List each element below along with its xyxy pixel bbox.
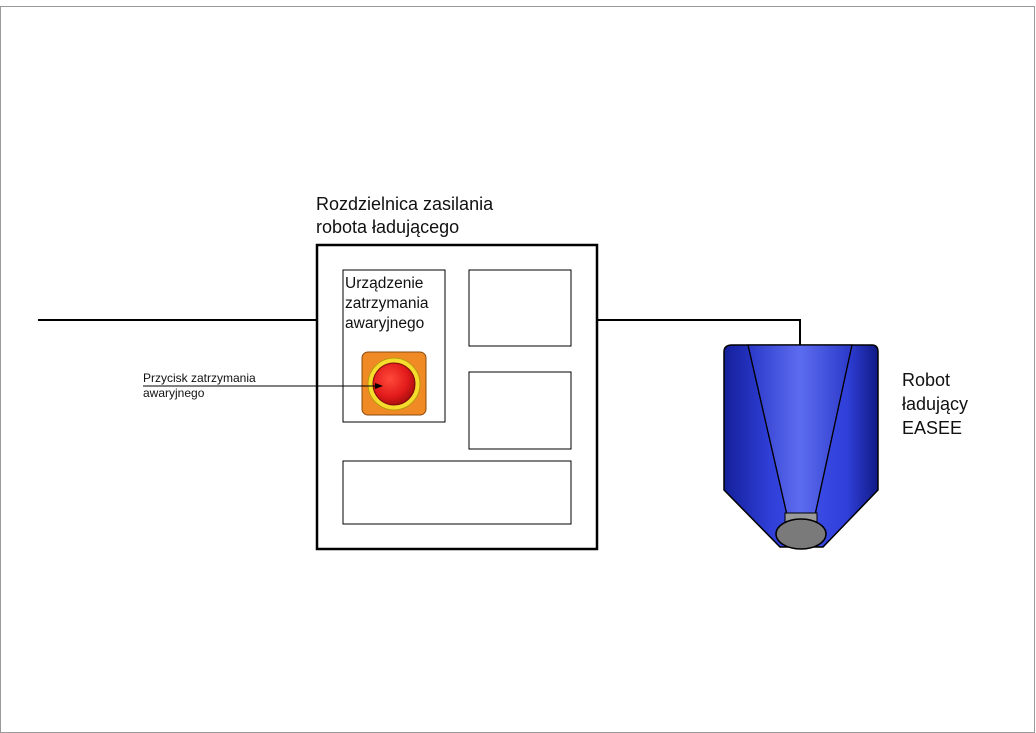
emergency-button-label-line-2: awaryjnego (143, 386, 205, 400)
robot-feed-line (597, 319, 801, 345)
emergency-device-label: Urządzenie zatrzymania awaryjnego (345, 274, 445, 334)
robot-label-line-2: ładujący (902, 394, 969, 414)
emergency-button-label: Przycisk zatrzymania awaryjnego (143, 371, 256, 401)
switchboard-title-line-1: Rozdzielnica zasilania (316, 194, 494, 214)
ev-charger-icon (723, 344, 879, 550)
robot-label-line-1: Robot (902, 370, 951, 390)
module-box-top-right (468, 269, 572, 347)
switchboard-title: Rozdzielnica zasilania robota ładującego (316, 193, 493, 239)
robot-label-line-3: EASEE (902, 418, 963, 438)
robot-label: Robot ładujący EASEE (902, 368, 968, 440)
switchboard-title-line-2: robota ładującego (316, 217, 460, 237)
emergency-device-label-line-3: awaryjnego (345, 315, 425, 332)
button-pointer-arrow (375, 383, 383, 389)
module-box-middle-right (468, 371, 572, 450)
module-box-bottom (342, 460, 572, 525)
emergency-device-label-line-2: zatrzymania (345, 295, 429, 312)
emergency-button-label-line-1: Przycisk zatrzymania (143, 371, 256, 385)
emergency-stop-button-icon (361, 351, 427, 416)
emergency-device-label-line-1: Urządzenie (345, 275, 424, 292)
